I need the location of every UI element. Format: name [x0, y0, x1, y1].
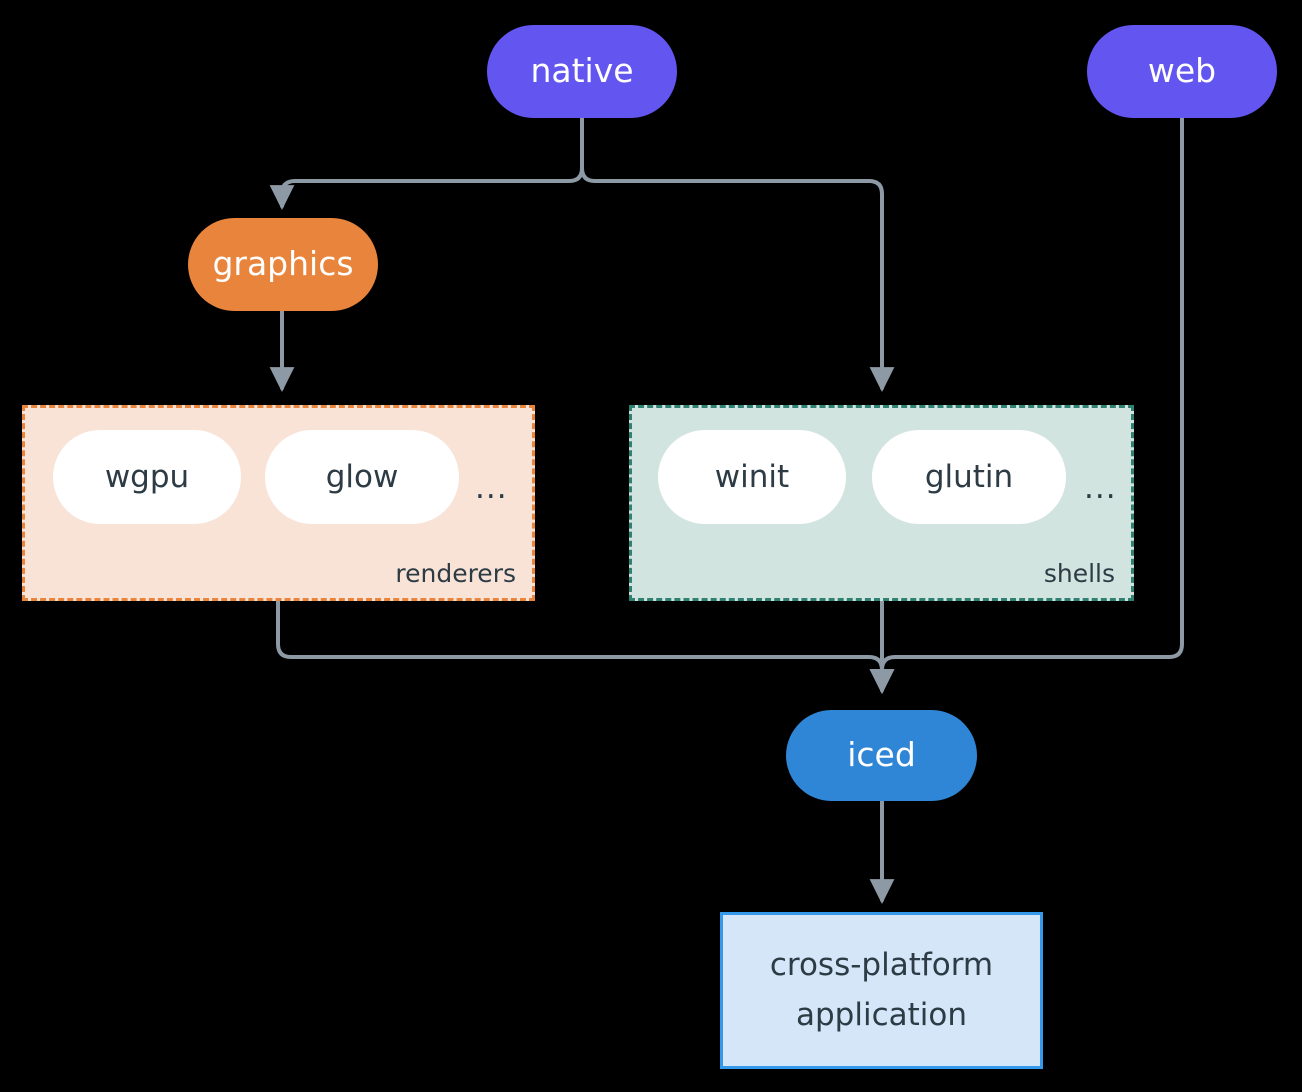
chip-glow-label: glow: [325, 459, 399, 495]
node-native[interactable]: native: [487, 25, 677, 118]
group-renderers: wgpu glow ... renderers: [22, 405, 535, 601]
node-native-label: native: [530, 51, 634, 91]
group-shells: winit glutin ... shells: [629, 405, 1134, 601]
chip-winit[interactable]: winit: [658, 430, 846, 524]
chip-glutin[interactable]: glutin: [872, 430, 1066, 524]
chip-winit-label: winit: [714, 459, 790, 495]
edge-native-to-graphics: [269, 116, 584, 210]
chip-glutin-label: glutin: [924, 459, 1014, 495]
node-graphics[interactable]: graphics: [188, 218, 378, 311]
shells-overflow-ellipsis: ...: [1084, 470, 1117, 506]
node-web-label: web: [1147, 51, 1217, 91]
group-shells-label: shells: [1043, 559, 1115, 588]
edge-native-to-shells: [580, 116, 895, 392]
node-web[interactable]: web: [1087, 25, 1277, 118]
edge-web-to-iced: [869, 116, 1184, 694]
node-application[interactable]: cross-platform application: [720, 912, 1043, 1069]
chip-glow[interactable]: glow: [265, 430, 459, 524]
node-application-line1: cross-platform: [769, 946, 994, 983]
node-iced-label: iced: [847, 735, 916, 775]
node-iced[interactable]: iced: [786, 710, 977, 801]
node-graphics-label: graphics: [212, 244, 354, 284]
group-renderers-label: renderers: [395, 559, 516, 588]
renderers-overflow-ellipsis: ...: [475, 470, 508, 506]
node-application-line2: application: [796, 996, 967, 1033]
chip-wgpu-label: wgpu: [104, 459, 190, 495]
edge-renderers-to-iced: [276, 599, 895, 694]
chip-wgpu[interactable]: wgpu: [53, 430, 241, 524]
